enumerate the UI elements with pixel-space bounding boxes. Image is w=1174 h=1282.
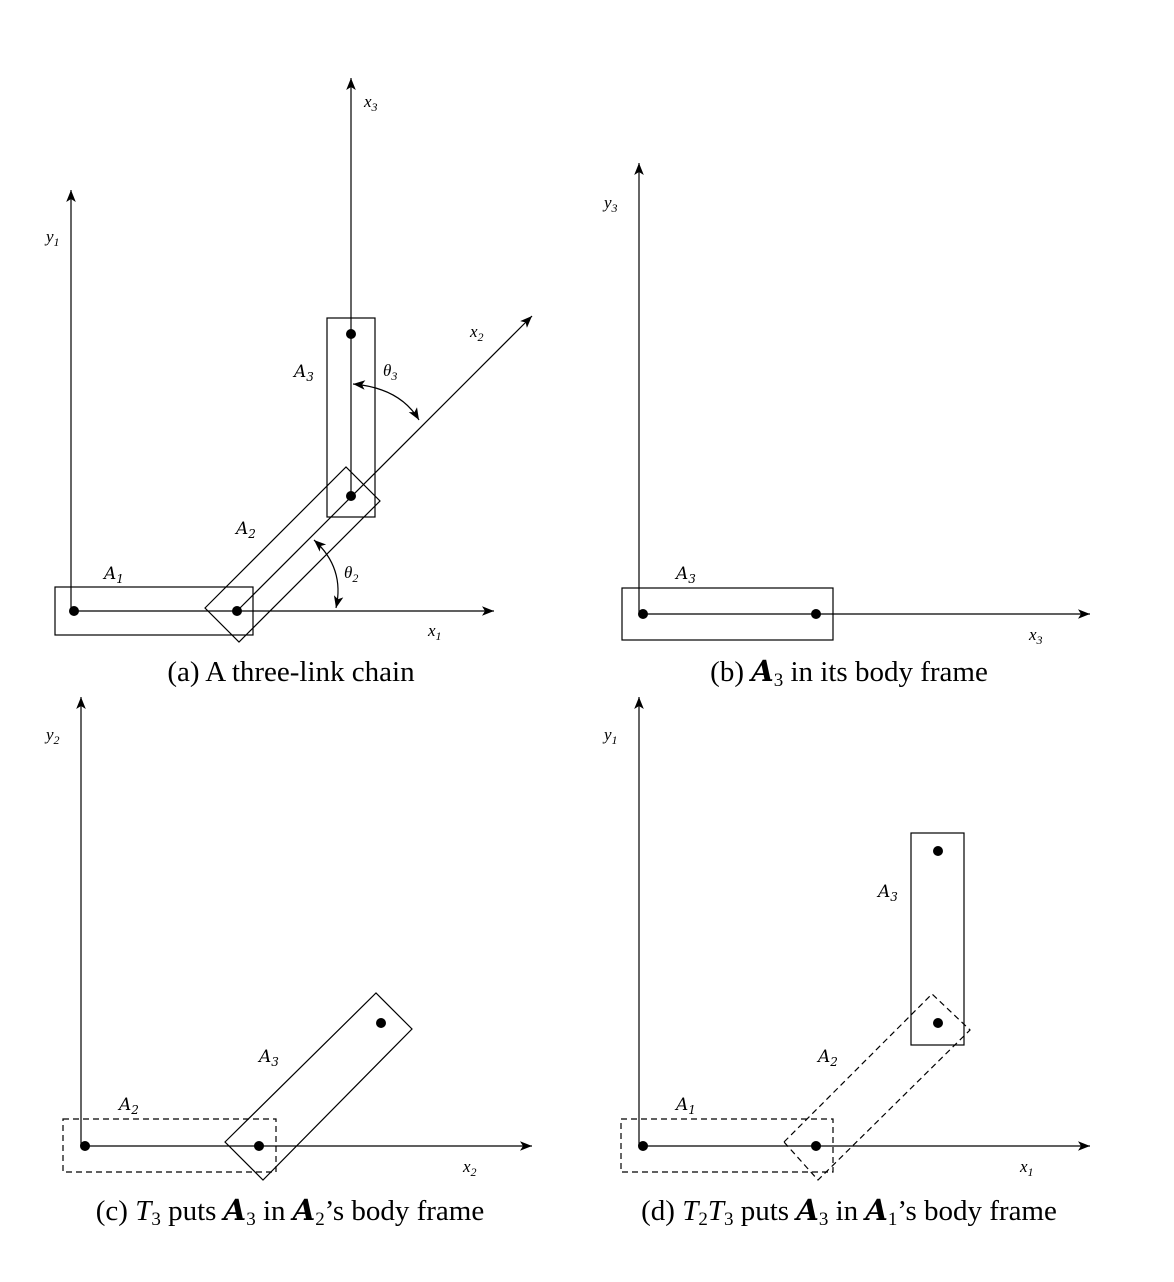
caption-b: (b) A3 in its body frame [710,654,988,691]
theta3-label: θ3 [383,361,397,383]
a3-label: A3 [257,1047,279,1069]
theta3-arc [352,380,420,421]
joint-dot [346,491,356,501]
panel-c: y2 x2 A2 A3 (c) T3 puts A3 in A2’s body … [44,697,532,1230]
joint-dot [376,1018,386,1028]
y3-label: y3 [602,193,618,215]
y1-label: y1 [44,227,60,249]
joint-dot [811,609,821,619]
link-a3 [910,832,965,1046]
caption-a: (a) A three-link chain [167,656,415,688]
theta2-label: θ2 [344,563,358,585]
x2-axis [236,315,533,612]
caption-d: (d) T2T3 puts A3 in A1’s body frame [641,1193,1057,1230]
panel-a: y1 x1 x2 x3 A1 A2 A3 θ2 θ3 (a) A three-l… [44,78,533,688]
x1-label: x1 [1019,1157,1034,1179]
x2-label: x2 [462,1157,477,1179]
a2-label: A2 [234,519,256,541]
joint-dot [933,846,943,856]
a1-label: A1 [674,1095,696,1117]
y1-label: y1 [602,725,618,747]
joint-dot [346,329,356,339]
a3-label: A3 [674,564,696,586]
link-a1 [54,586,254,636]
joint-dot [254,1141,264,1151]
x3-label: x3 [363,92,378,114]
joint-dot [933,1018,943,1028]
joint-dot [638,1141,648,1151]
joint-dot [638,609,648,619]
joint-dot [80,1141,90,1151]
joint-dot [69,606,79,616]
a1-label: A1 [102,564,124,586]
a2-label: A2 [117,1095,139,1117]
x1-label: x1 [427,621,442,643]
joint-dot [811,1141,821,1151]
y2-label: y2 [44,725,60,747]
theta2-arc [313,539,344,609]
link-a2-dashed [783,993,971,1181]
link-a3 [621,587,834,641]
link-a2-dashed [62,1118,277,1173]
caption-c: (c) T3 puts A3 in A2’s body frame [96,1193,484,1230]
joint-dot [232,606,242,616]
a3-label: A3 [876,882,898,904]
panel-d: y1 x1 A1 A2 A3 (d) T2T3 puts A3 in A1’s … [602,697,1090,1230]
a3-label: A3 [292,362,314,384]
a2-label: A2 [816,1047,838,1069]
panel-b: y3 x3 A3 (b) A3 in its body frame [602,163,1090,691]
link-a3 [224,992,413,1181]
x2-label: x2 [469,322,484,344]
link-a1-dashed [620,1118,834,1173]
x3-label: x3 [1028,625,1043,647]
link-a2 [204,466,381,643]
